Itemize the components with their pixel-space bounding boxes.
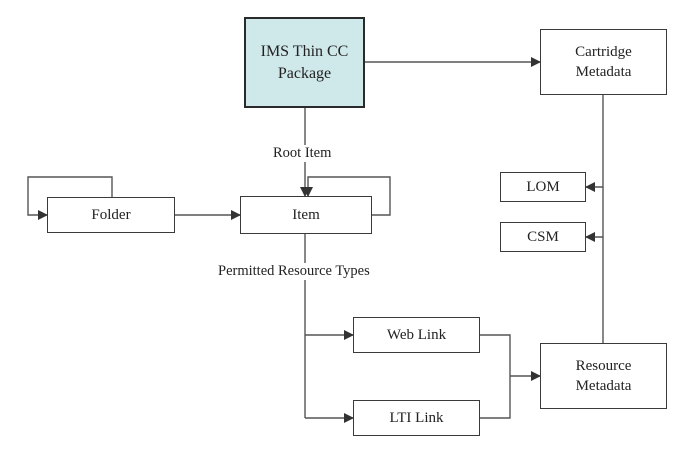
web-link-label: Web Link: [386, 327, 447, 343]
csm-label: CSM: [527, 229, 559, 245]
edge-label-root-item: Root Item: [271, 145, 334, 162]
lom-label: LOM: [526, 179, 560, 195]
edge-cartridge-to-lom: [585, 95, 604, 192]
resource-metadata-node: Resource Metadata: [540, 343, 667, 409]
edge-label-permitted-resource-types: Permitted Resource Types: [216, 263, 372, 280]
cartridge-metadata-label: Cartridge Metadata: [575, 44, 632, 80]
lti-link-label: LTI Link: [389, 410, 444, 426]
item-node: Item: [240, 196, 372, 234]
edge-cartridge-to-csm: [585, 187, 604, 242]
resource-metadata-label: Resource Metadata: [575, 358, 632, 394]
item-label: Item: [292, 207, 320, 223]
folder-label: Folder: [91, 207, 131, 223]
lti-link-node: LTI Link: [353, 400, 480, 436]
csm-node: CSM: [500, 222, 586, 252]
lom-node: LOM: [500, 172, 586, 202]
ims-thin-cc-package-label: IMS Thin CC Package: [260, 42, 349, 82]
edge-item-self-loop: [303, 176, 391, 216]
folder-node: Folder: [47, 197, 175, 233]
cartridge-metadata-node: Cartridge Metadata: [540, 29, 667, 95]
edge-folder-self-loop: [27, 176, 113, 220]
web-link-node: Web Link: [353, 317, 480, 353]
ims-thin-cc-package-node: IMS Thin CC Package: [244, 17, 365, 108]
edge-web-link-to-resource-metadata: [480, 334, 511, 419]
